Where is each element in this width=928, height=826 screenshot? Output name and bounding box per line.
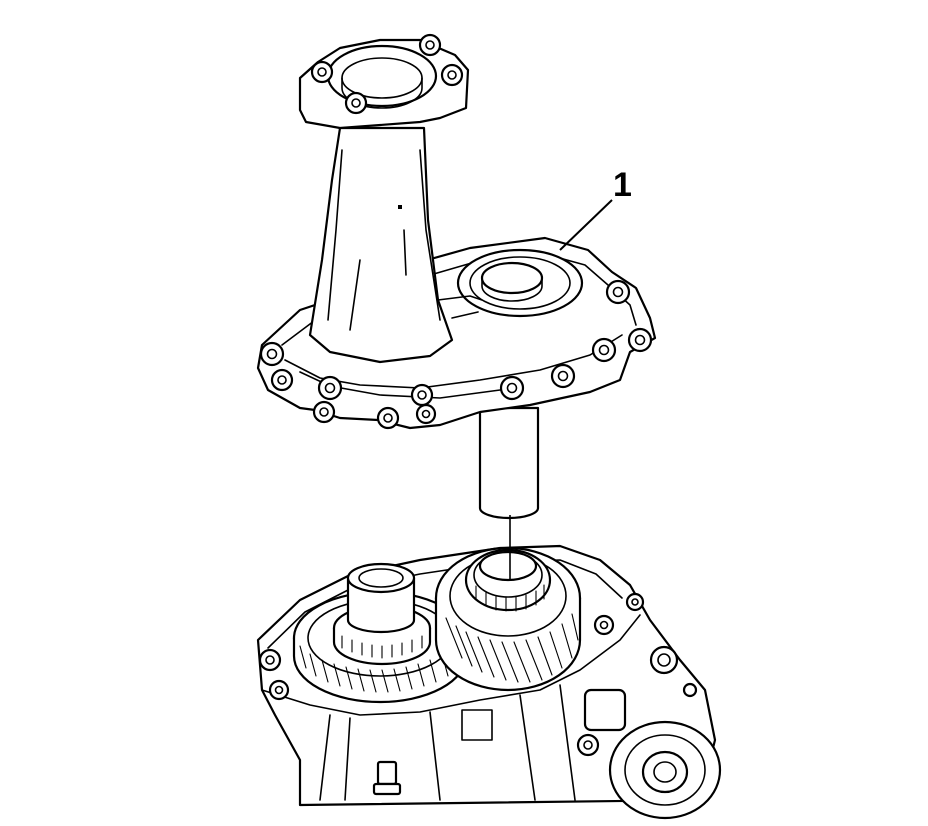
left-gear [292, 562, 468, 704]
output-shaft [478, 406, 540, 520]
extension-housing [256, 33, 657, 430]
gear-pair [292, 546, 582, 704]
right-gear [434, 546, 582, 692]
callout-number-1: 1 [613, 166, 632, 204]
callout-leader-line [559, 199, 613, 251]
